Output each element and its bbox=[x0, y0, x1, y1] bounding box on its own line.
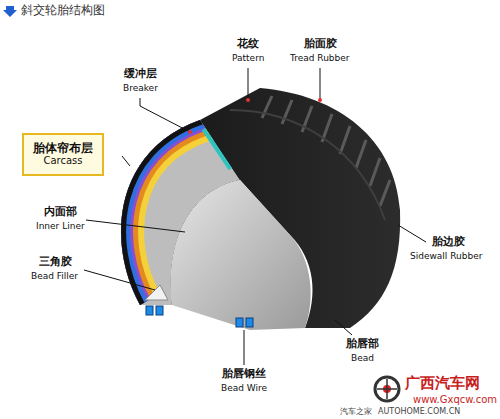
leader-dots bbox=[188, 98, 322, 134]
leader-lines bbox=[84, 68, 426, 365]
part-name-en: Tread Rubber bbox=[290, 53, 350, 63]
part-name-en: Bead Wire bbox=[221, 383, 267, 393]
part-name-cn: 内面部 bbox=[44, 206, 77, 219]
title-arrow bbox=[3, 6, 17, 17]
watermark-text: 汽车之家 bbox=[340, 407, 372, 416]
part-name-cn: 胎唇钢丝 bbox=[222, 368, 266, 381]
bead-filler-shape bbox=[145, 285, 168, 300]
part-name-cn: 胎面胶 bbox=[304, 38, 337, 51]
watermark-text: 广西汽车网 bbox=[405, 375, 480, 392]
part-name-cn: 胎体帘布层 bbox=[24, 141, 102, 155]
watermark-text: AUTOHOME.COM.CN bbox=[378, 407, 460, 416]
part-name-en: Pattern bbox=[232, 53, 264, 63]
part-name-en: Sidewall Rubber bbox=[410, 251, 482, 261]
part-name-cn: 花纹 bbox=[237, 38, 259, 51]
part-name-en: Carcass bbox=[24, 155, 102, 167]
watermark-text: www.Gxqcw.com bbox=[413, 394, 497, 406]
highlight-box: 胎体帘布层Carcass bbox=[22, 133, 104, 176]
part-name-cn: 缓冲层 bbox=[124, 68, 157, 81]
cross-section-layers bbox=[121, 100, 262, 305]
part-name-cn: 三角胶 bbox=[39, 256, 72, 269]
tread-grooves bbox=[230, 96, 390, 220]
diagram-title: 斜交轮胎结构图 bbox=[21, 4, 105, 18]
part-name-en: Bead bbox=[351, 353, 374, 363]
part-name-en: Bead Filler bbox=[31, 271, 78, 281]
part-name-en: Breaker bbox=[123, 83, 158, 93]
watermark-logo bbox=[375, 377, 399, 401]
bead-wires bbox=[146, 306, 253, 327]
part-name-en: Inner Liner bbox=[36, 221, 85, 231]
part-name-cn: 胎边胶 bbox=[432, 236, 465, 249]
part-name-cn: 胎唇部 bbox=[346, 338, 379, 351]
